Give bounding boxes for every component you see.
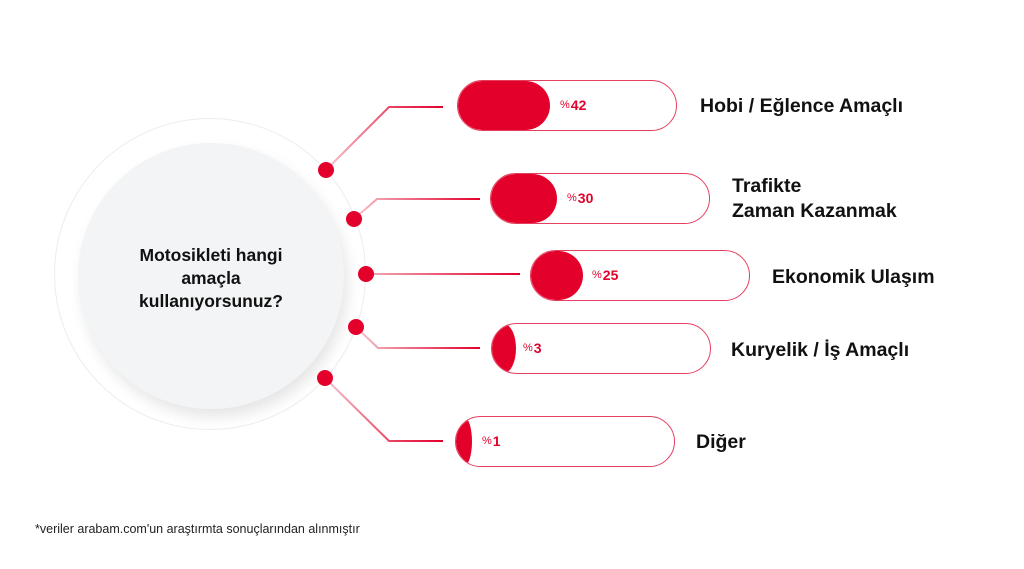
footnote: *veriler arabam.com'un araştırmta sonuçl… xyxy=(35,522,360,536)
percent-label: %3 xyxy=(523,340,542,356)
label-diger: Diğer xyxy=(696,431,746,453)
bar-hobi: %42 xyxy=(457,80,677,131)
bar-fill xyxy=(456,417,472,466)
question-container: Motosikleti hangi amaçla kullanıyorsunuz… xyxy=(78,143,344,409)
bar-diger: %1 xyxy=(455,416,675,467)
percent-label: %42 xyxy=(560,97,587,113)
percent-label: %1 xyxy=(482,433,501,449)
question-text: Motosikleti hangi amaçla kullanıyorsunuz… xyxy=(139,244,283,311)
connector-dot-3 xyxy=(358,266,374,282)
label-kuryelik: Kuryelik / İş Amaçlı xyxy=(731,339,910,361)
bar-fill xyxy=(491,174,557,223)
bar-ekonomik: %25 xyxy=(530,250,750,301)
label-trafik-line2: Zaman Kazanmak xyxy=(732,200,897,222)
bar-fill xyxy=(492,324,516,373)
percent-label: %30 xyxy=(567,190,594,206)
bar-kuryelik: %3 xyxy=(491,323,711,374)
label-trafik: Trafikte Zaman Kazanmak xyxy=(732,174,897,224)
connector-dot-4 xyxy=(348,319,364,335)
connector-line-4 xyxy=(355,326,480,349)
connector-line-1 xyxy=(325,106,443,171)
connector-dot-5 xyxy=(317,370,333,386)
bar-trafik: %30 xyxy=(490,173,710,224)
question-disc xyxy=(78,143,344,409)
label-trafik-line1: Trafikte xyxy=(732,175,802,197)
connector-line-2 xyxy=(353,198,480,220)
percent-label: %25 xyxy=(592,267,619,283)
connector-dot-1 xyxy=(318,162,334,178)
label-hobi: Hobi / Eğlence Amaçlı xyxy=(700,95,903,117)
connector-dot-2 xyxy=(346,211,362,227)
bar-fill xyxy=(531,251,583,300)
bar-fill xyxy=(458,81,550,130)
connector-line-5 xyxy=(324,377,443,442)
label-ekonomik: Ekonomik Ulaşım xyxy=(772,266,935,288)
